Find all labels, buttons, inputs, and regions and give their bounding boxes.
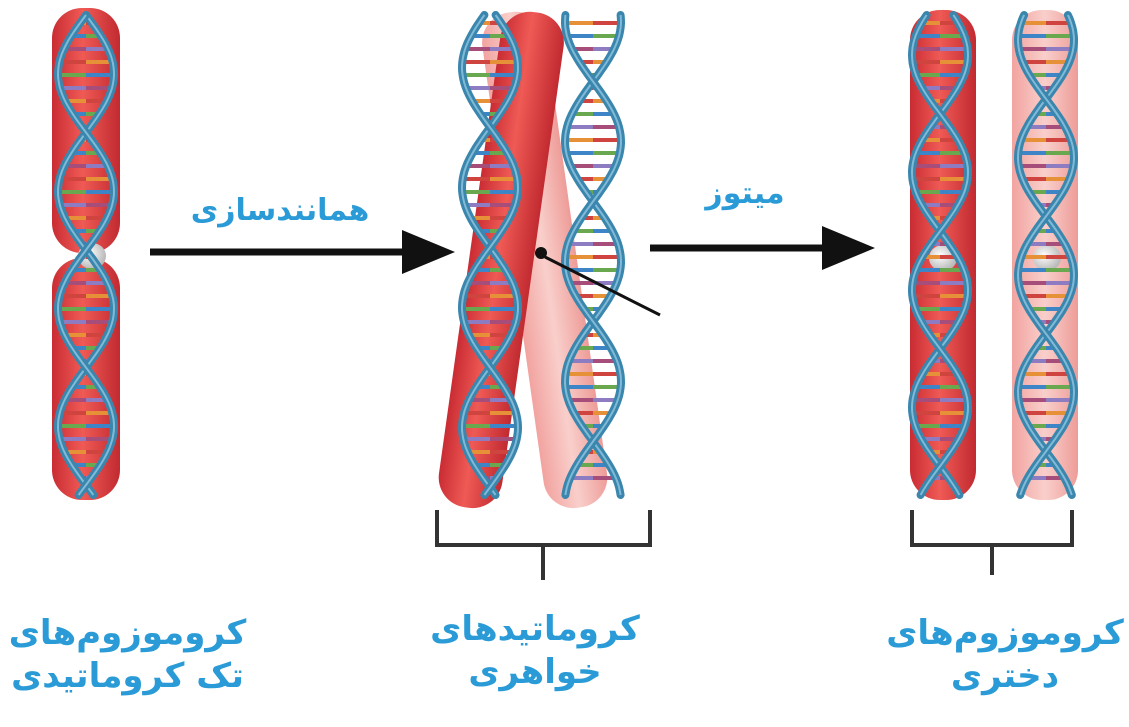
stage-label-line1: کروماتیدهای	[410, 608, 660, 651]
replication-label: همانندسازی	[160, 192, 400, 230]
single-chromatid-chromosome	[52, 8, 120, 500]
stage-label-daughter-chromosomes: کروموزوم‌های دختری	[885, 612, 1125, 697]
stage-label-line1: کروموزوم‌های	[885, 612, 1125, 655]
stage-label-line1: کروموزوم‌های	[5, 612, 250, 655]
stage-label-line2: تک کروماتیدی	[5, 655, 250, 698]
sister-chromatids	[435, 8, 660, 512]
stage-label-line2: خواهری	[410, 651, 660, 694]
stage-label-line2: دختری	[885, 655, 1125, 698]
stage-label-single-chromatid: کروموزوم‌های تک کروماتیدی	[5, 612, 250, 697]
mitosis-label: میتوز	[660, 175, 830, 213]
daughter-chromosomes-bracket	[912, 510, 1072, 575]
mitosis-arrow	[650, 226, 875, 270]
stage-label-sister-chromatids: کروماتیدهای خواهری	[410, 608, 660, 693]
daughter-chromosomes	[910, 10, 1078, 500]
replication-arrow	[150, 230, 455, 274]
sister-chromatids-bracket	[437, 510, 650, 580]
